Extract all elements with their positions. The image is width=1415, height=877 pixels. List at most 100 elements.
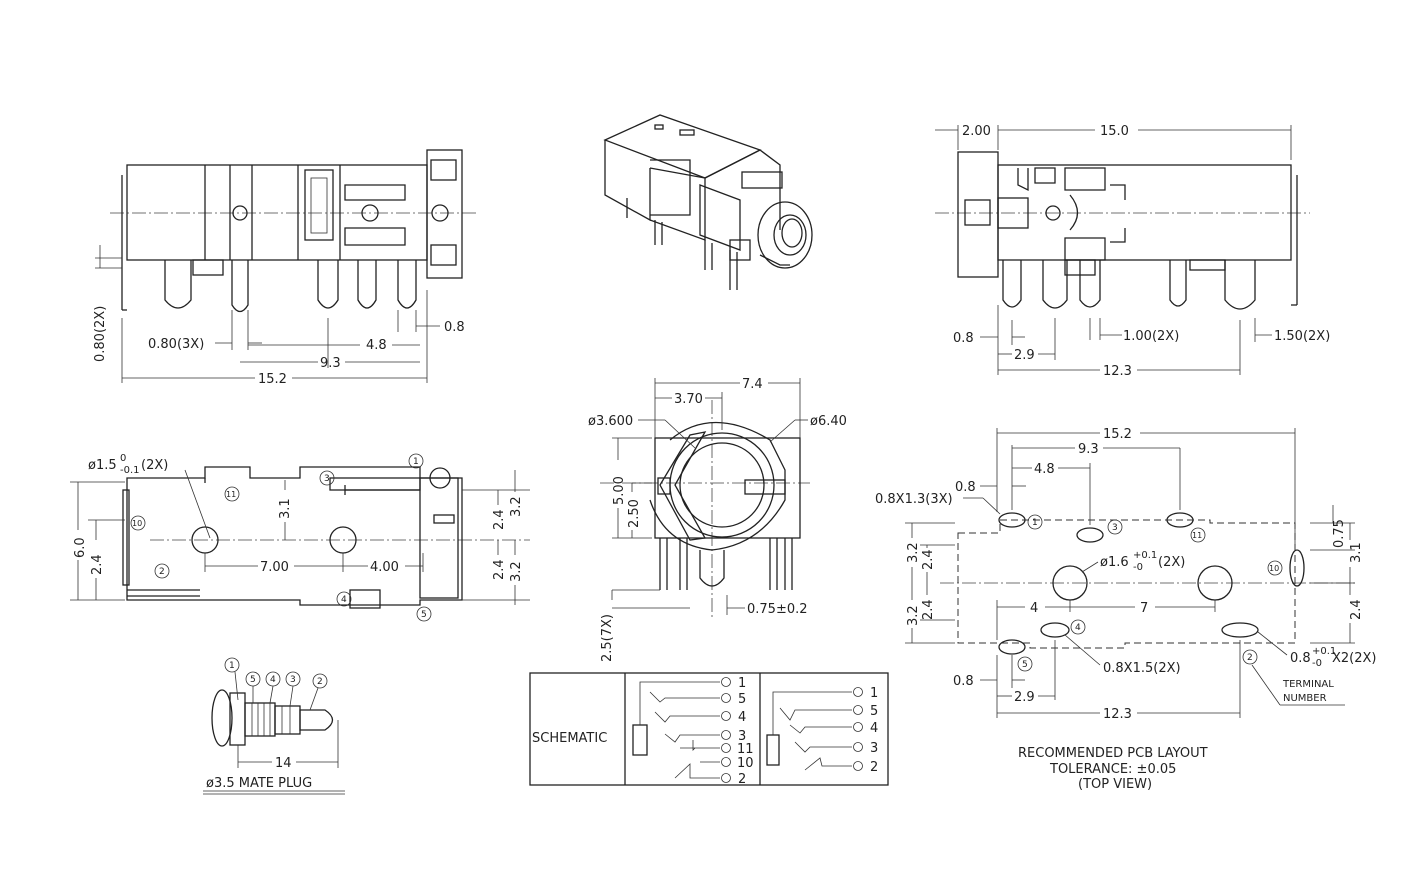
dim-370-end: 3.70 [674,392,703,407]
dim-700-bottom: 7.00 [260,560,289,575]
dim-400-bottom: 4.00 [370,560,399,575]
dim-152-pcb: 15.2 [1103,427,1132,442]
dim-slot-tol-dn: -0 [1312,658,1322,669]
dim-075-end: 0.75±0.2 [747,602,808,617]
dim-3600-end: ø3.600 [588,414,633,429]
pcb-layout: 1 3 11 10 5 4 2 15.2 9.3 4.8 0.8 0.8X1.3… [875,427,1377,792]
dim-31-bottom: 3.1 [278,498,293,519]
dim-32-bottom-r2: 3.2 [509,561,524,582]
svg-text:4: 4 [341,595,347,605]
schem-left-pin-1: 1 [738,676,746,691]
dim-152-front: 15.2 [258,372,287,387]
svg-text:10: 10 [132,519,142,528]
dim-29-side: 2.9 [1014,348,1035,363]
schem-right-pin-3: 3 [870,741,878,756]
dim-123-side: 12.3 [1103,364,1132,379]
schem-left-pin-3: 3 [738,729,746,744]
dim-25-7x: 2.5(7X) [600,614,615,662]
dim-24-bottom-r1: 2.4 [492,509,507,530]
svg-text:5: 5 [1022,660,1028,670]
svg-text:3: 3 [324,474,330,484]
dim-24-bottom-left: 2.4 [90,554,105,575]
dim-48-pcb: 4.8 [1034,462,1055,477]
dim-31-pcb: 3.1 [1349,542,1364,563]
dim-pad-top: 0.8X1.3(3X) [875,492,953,507]
schem-right-pin-5: 5 [870,704,878,719]
plug-caption: ø3.5 MATE PLUG [206,776,312,791]
pcb-caption-3: (TOP VIEW) [1078,777,1152,792]
dim-080-3x: 0.80(3X) [148,337,204,352]
dim-200-side: 2.00 [962,124,991,139]
dim-93-front: 9.3 [320,356,341,371]
dim-93-pcb: 9.3 [1078,442,1099,457]
dim-123-pcb: 12.3 [1103,707,1132,722]
dim-60-bottom: 6.0 [73,537,88,558]
svg-text:2: 2 [317,677,323,687]
dim-hole-qty-pcb: (2X) [1158,555,1185,570]
schematic: SCHEMATIC 1 5 4 3 11 10 2 [529,672,889,787]
dim-hole-tol-up-pcb: +0.1 [1133,550,1157,561]
dim-075-pcb: 0.75 [1332,519,1347,548]
svg-text:4: 4 [270,675,276,685]
dim-08-side: 0.8 [953,331,974,346]
dim-hole-tol-dn-bottom: -0.1 [120,465,140,476]
side-view: 2.00 15.0 0.8 2.9 1.00(2X) 1.50(2X) 12.3 [935,124,1330,379]
dim-24-pcb-b: 2.4 [921,599,936,620]
schematic-label: SCHEMATIC [532,731,607,746]
dim-08-bot-pcb: 0.8 [953,674,974,689]
dim-250-end: 2.50 [627,499,642,528]
dim-24-pcb-right: 2.4 [1349,599,1364,620]
svg-text:10: 10 [1269,564,1279,573]
dim-14-plug: 14 [275,756,292,771]
terminal-label-1: TERMINAL [1282,679,1334,690]
pcb-caption-2: TOLERANCE: ±0.05 [1049,762,1176,777]
dim-hole-bottom: ø1.5 [88,458,117,473]
svg-text:11: 11 [226,490,236,499]
schem-left-pin-5: 5 [738,692,746,707]
svg-text:3: 3 [1112,523,1118,533]
dim-pad-bot: 0.8X1.5(2X) [1103,661,1181,676]
front-view: 0.80(2X) 0.80(3X) 0.8 4.8 9.3 15.2 [93,149,478,387]
svg-text:5: 5 [250,675,256,685]
schem-right-pin-1: 1 [870,686,878,701]
schem-left-pin-11: 11 [737,742,754,757]
pcb-caption-1: RECOMMENDED PCB LAYOUT [1018,746,1208,761]
dim-hole-tol-dn-pcb: -0 [1133,562,1143,573]
schem-left-pin-10: 10 [737,756,754,771]
mate-plug: 1 5 4 3 2 14 ø3.5 MATE PLUG [203,657,345,795]
dim-150-side: 15.0 [1100,124,1129,139]
dim-slot-qty: X2(2X) [1332,651,1377,666]
dim-080-2x: 0.80(2X) [93,306,108,362]
dim-150-2x: 1.50(2X) [1274,329,1330,344]
isometric-view [603,114,813,290]
schem-right-pin-2: 2 [870,760,878,775]
svg-text:4: 4 [1075,623,1081,633]
dim-08-top-pcb: 0.8 [955,480,976,495]
svg-text:1: 1 [413,457,419,467]
dim-slot-pcb: 0.8 [1290,651,1311,666]
svg-text:11: 11 [1192,531,1202,540]
svg-text:1: 1 [229,661,235,671]
dim-32-bottom-r1: 3.2 [509,496,524,517]
svg-text:2: 2 [159,567,165,577]
dim-08-front: 0.8 [444,320,465,335]
dim-24-bottom-r2: 2.4 [492,559,507,580]
dim-hole-tol-up-bottom: 0 [120,453,126,464]
dim-hole-pcb: ø1.6 [1100,555,1129,570]
dim-640-end: ø6.40 [810,414,847,429]
terminal-label-2: NUMBER [1283,693,1327,704]
dim-slot-tol-up: +0.1 [1312,646,1336,657]
dim-48-front: 4.8 [366,338,387,353]
dim-29-pcb: 2.9 [1014,690,1035,705]
svg-text:3: 3 [290,675,296,685]
dim-24-pcb-a: 2.4 [921,549,936,570]
dim-32-pcb-a: 3.2 [906,542,921,563]
end-view: 7.4 3.70 ø3.600 ø6.40 5.00 2.50 2.5(7X) … [588,377,847,662]
svg-text:2: 2 [1247,653,1253,663]
bottom-view: 1 3 11 10 2 4 5 ø1.5 0 -0.1 (2X) 6.0 2.4… [70,453,530,622]
dim-32-pcb-b: 3.2 [906,605,921,626]
dim-7-pcb: 7 [1140,601,1148,616]
schem-left-pin-4: 4 [738,710,746,725]
dim-hole-qty-bottom: (2X) [141,458,168,473]
